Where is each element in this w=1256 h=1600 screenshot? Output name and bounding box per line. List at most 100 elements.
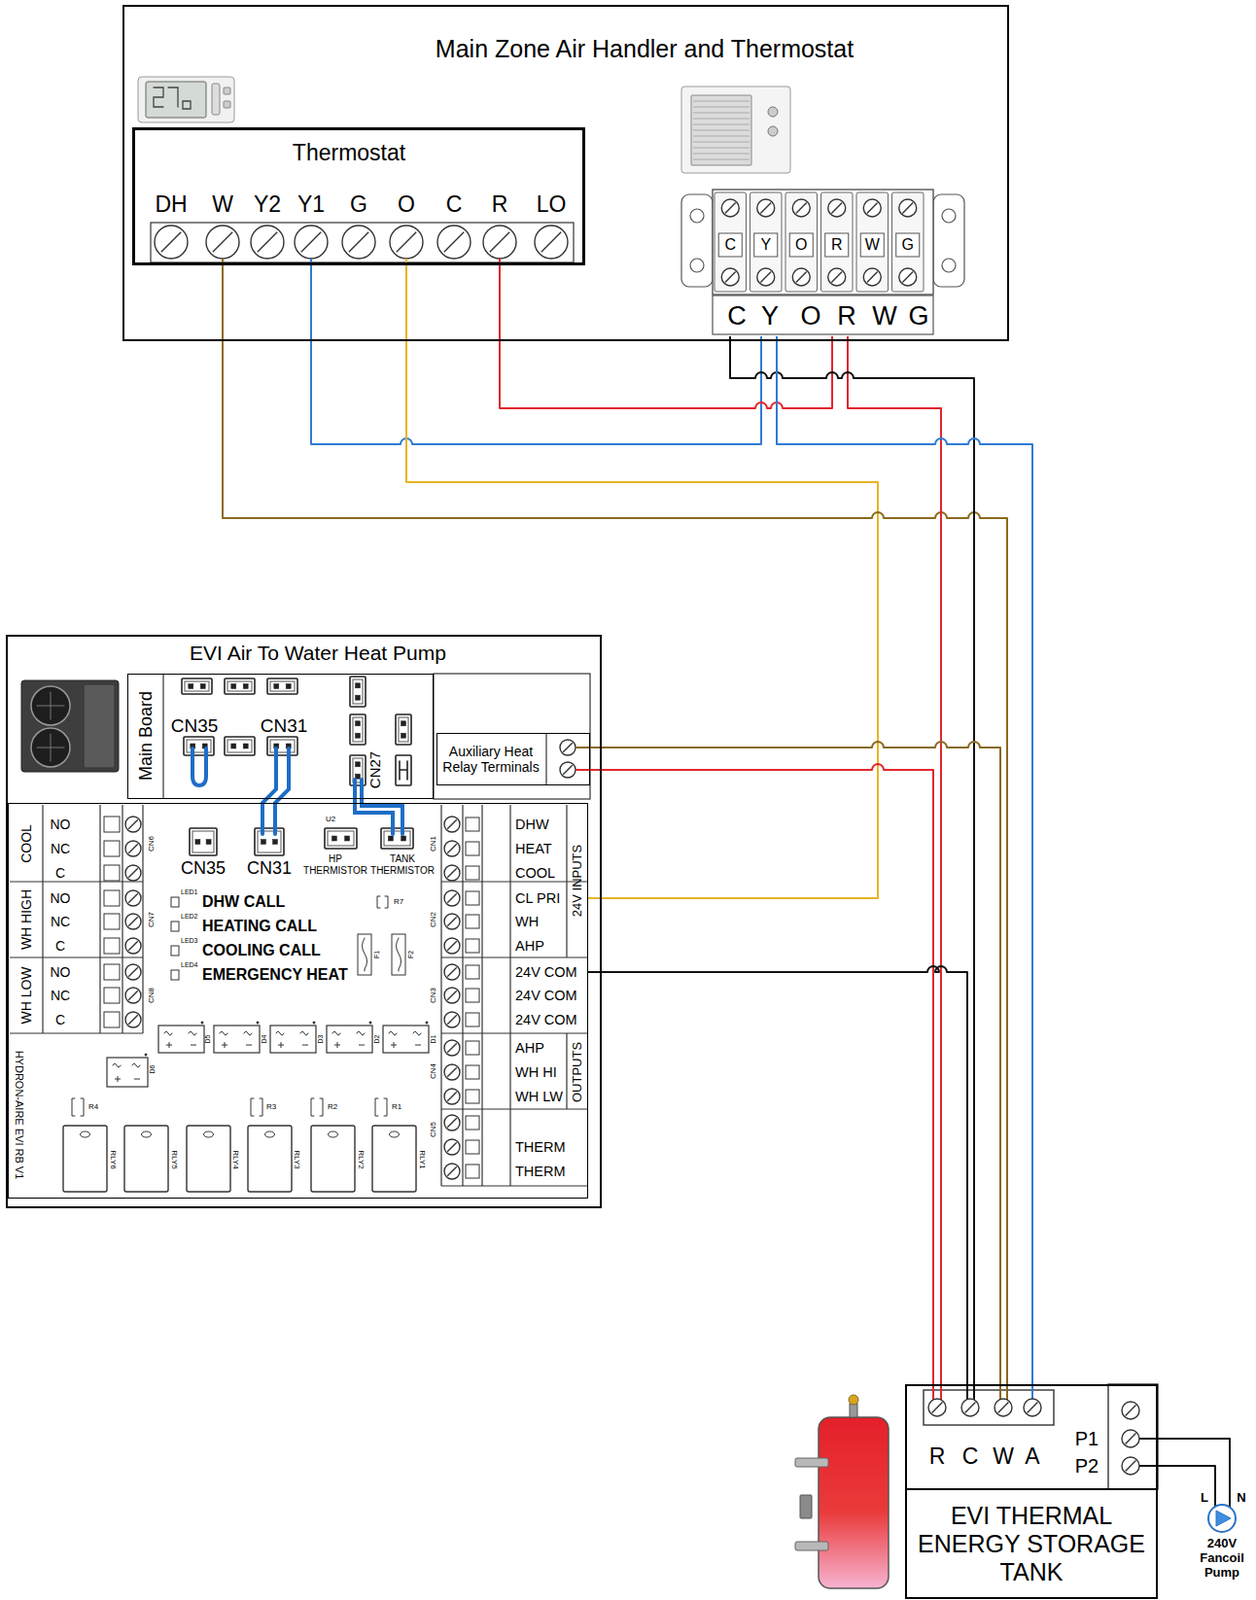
pump-arrow xyxy=(1216,1510,1231,1527)
terminal-label: COOL xyxy=(515,865,556,882)
terminal-screw xyxy=(444,1088,460,1105)
screw-slot xyxy=(161,232,181,252)
relief-valve-cap xyxy=(848,1395,859,1405)
terminal-screw xyxy=(444,913,460,930)
node-text: Y2 xyxy=(253,191,281,217)
bridge-rectifier xyxy=(383,1025,429,1053)
wire-stub xyxy=(1031,1384,1034,1400)
terminal-screw xyxy=(828,268,846,286)
terminal-letter-plate xyxy=(754,233,778,257)
relief-valve xyxy=(849,1403,858,1418)
grille-line xyxy=(693,124,750,126)
terminal-label: C xyxy=(55,865,66,881)
terminal-block xyxy=(923,1390,1054,1426)
terminal-block-line xyxy=(9,1032,143,1034)
ac-symbol xyxy=(164,1031,173,1036)
terminal-label: EMERGENCY HEAT xyxy=(202,966,349,984)
terminal-block-line xyxy=(441,956,589,958)
node-text: 240V Fancoil Pump xyxy=(1193,1536,1251,1581)
fan-guard xyxy=(36,692,65,762)
terminal-screw xyxy=(250,225,284,259)
terminal-label: NC xyxy=(50,913,70,930)
fuse xyxy=(357,934,372,976)
screw-slot xyxy=(396,232,417,252)
grille-line xyxy=(693,153,750,155)
terminal-cell xyxy=(465,841,480,856)
terminal-label: HP THERMISTOR xyxy=(301,853,370,876)
terminal-screw xyxy=(125,840,141,857)
screw-slot xyxy=(831,203,842,214)
terminal-letter-plate xyxy=(789,233,813,257)
node-text: A xyxy=(1024,1443,1040,1469)
polarity-dot xyxy=(256,1021,259,1024)
air-handler-grille xyxy=(691,95,752,166)
ac-symbol xyxy=(388,1031,397,1036)
terminal-cell xyxy=(465,965,480,979)
wire-stub xyxy=(999,1384,1002,1400)
terminal-label: COOL xyxy=(18,824,35,864)
connector-pin xyxy=(200,684,206,690)
terminal-tile xyxy=(856,192,889,292)
relay xyxy=(311,1125,355,1192)
plus-symbol xyxy=(117,1076,119,1082)
terminal-label: HEATING CALL xyxy=(202,917,317,936)
grille-line xyxy=(693,112,750,114)
terminal-tile xyxy=(714,192,747,292)
node-text: C xyxy=(724,236,736,254)
node-text: W xyxy=(211,191,234,217)
connector xyxy=(267,678,298,695)
component-designator: CN6 xyxy=(146,836,156,852)
terminal-screw xyxy=(444,1115,460,1131)
terminal-screw xyxy=(444,890,460,907)
terminal-screw xyxy=(444,1040,460,1056)
terminal-screw xyxy=(342,225,376,259)
node-text: R xyxy=(837,301,857,332)
heat-pump-picture xyxy=(21,680,119,772)
relay xyxy=(186,1125,231,1192)
screw-slot xyxy=(932,1402,943,1414)
connector xyxy=(189,828,217,856)
terminal-label: WH HIGH xyxy=(18,889,35,950)
terminal-block-line xyxy=(441,1185,589,1187)
screw-slot xyxy=(447,843,457,854)
component-designator: R2 xyxy=(327,1102,338,1112)
terminal-label: C xyxy=(55,1011,66,1028)
node-text: P2 xyxy=(1075,1455,1099,1478)
screw-slot xyxy=(796,272,807,283)
terminal-label: WH LOW xyxy=(18,966,35,1024)
wire xyxy=(1157,1438,1230,1490)
component-designator: D2 xyxy=(373,1035,382,1045)
terminal-letter-plate xyxy=(825,233,849,257)
connector-inner xyxy=(352,717,363,742)
terminal-block-line xyxy=(99,804,101,1034)
terminal-label: NC xyxy=(50,987,70,1004)
led xyxy=(171,945,179,956)
connector-pin xyxy=(285,684,291,690)
screw-slot xyxy=(257,232,278,252)
connector-pins xyxy=(399,761,408,780)
component-designator: CN5 xyxy=(428,1121,438,1138)
terminal-screw xyxy=(206,225,240,259)
ac-symbol xyxy=(300,1031,309,1036)
terminal-label: CN31 xyxy=(246,858,292,879)
terminal-cell xyxy=(465,1065,480,1080)
resistor-outline xyxy=(250,1098,263,1117)
terminal-letter-plate xyxy=(896,233,920,257)
relay-mark xyxy=(265,1131,276,1138)
connector-pin xyxy=(195,839,201,845)
plus-symbol xyxy=(393,1042,395,1048)
component-designator: CN2 xyxy=(428,911,438,928)
terminal-screw xyxy=(444,1064,460,1081)
terminal-cell xyxy=(465,817,480,832)
terminal-block-line xyxy=(9,956,143,958)
minus-symbol xyxy=(134,1079,140,1081)
terminal-label: WH xyxy=(515,913,539,931)
screw-slot xyxy=(128,990,139,1001)
air-handler-picture xyxy=(681,86,791,174)
terminal-screw xyxy=(863,199,881,217)
connector-pin xyxy=(387,836,393,841)
terminal-screw xyxy=(757,268,775,286)
fuse-element xyxy=(362,938,368,972)
screw-slot xyxy=(447,967,457,977)
